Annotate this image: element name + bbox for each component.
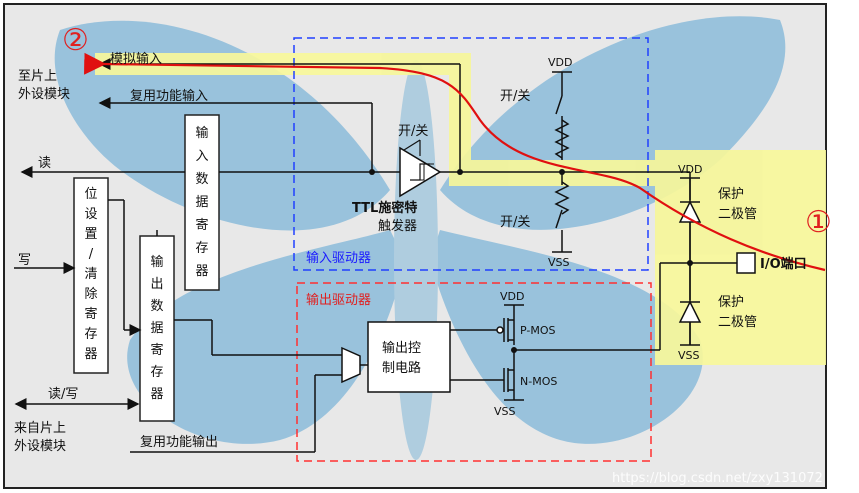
analog-input-label: 模拟输入 bbox=[110, 51, 162, 67]
io-port-label: I/O端口 bbox=[760, 256, 807, 272]
odr-text-char: 数 bbox=[150, 299, 163, 314]
idr-text-char: 器 bbox=[195, 264, 208, 279]
protect-diode-top-label-2: 二极管 bbox=[718, 207, 757, 222]
schmitt-trigger-symbol bbox=[399, 139, 442, 198]
nmos-label: N-MOS bbox=[520, 375, 557, 388]
vdd-diode-label: VDD bbox=[678, 163, 702, 176]
protect-diode-bot-label-1: 保护 bbox=[718, 295, 744, 310]
idr-text-char: 数 bbox=[195, 172, 208, 187]
odr-text-char: 寄 bbox=[150, 342, 163, 358]
idr-text-char: 据 bbox=[195, 195, 208, 210]
pull-down-resistor bbox=[554, 181, 570, 215]
vdd-top-label: VDD bbox=[548, 56, 572, 69]
from-onchip-label-1: 来自片上 bbox=[14, 421, 66, 436]
output-control-box bbox=[367, 321, 451, 393]
to-onchip-label-1: 至片上 bbox=[18, 69, 57, 84]
bit-set-reset-register bbox=[73, 177, 109, 374]
input-driver-label: 输入驱动器 bbox=[306, 250, 371, 266]
read-write-label: 读/写 bbox=[48, 387, 78, 402]
bsr-text-char: 器 bbox=[84, 347, 97, 362]
vss-diode-label: VSS bbox=[678, 349, 700, 362]
bsr-text-char: 位 bbox=[84, 187, 97, 202]
output-ctrl-label-2: 制电路 bbox=[382, 360, 421, 376]
write-label: 写 bbox=[18, 253, 31, 268]
vss-top-label: VSS bbox=[548, 256, 570, 269]
input-driver-box bbox=[293, 37, 649, 271]
marker-1: ① bbox=[805, 205, 832, 240]
pmos-label: P-MOS bbox=[520, 324, 556, 337]
idr-text-char: 输 bbox=[195, 125, 208, 141]
on-off-schmitt-label: 开/关 bbox=[398, 124, 428, 139]
odr-text-char: 出 bbox=[150, 277, 163, 292]
output-ctrl-label-1: 输出控 bbox=[382, 340, 421, 356]
idr-text-char: 入 bbox=[195, 149, 208, 164]
wiring bbox=[14, 58, 737, 453]
io-pad bbox=[736, 252, 756, 274]
marker-2: ② bbox=[62, 23, 89, 58]
bsr-text-char: 寄 bbox=[84, 306, 97, 322]
junction-dots bbox=[369, 169, 693, 353]
odr-text-char: 据 bbox=[150, 321, 163, 336]
read-label: 读 bbox=[38, 156, 51, 171]
output-driver-label: 输出驱动器 bbox=[306, 292, 371, 308]
ttl-schmitt-label-1: TTL施密特 bbox=[352, 200, 417, 216]
protect-diode-top-label-1: 保护 bbox=[718, 187, 744, 202]
on-off-bottom-label: 开/关 bbox=[500, 215, 530, 230]
on-off-top-label: 开/关 bbox=[500, 89, 530, 104]
idr-text-char: 存 bbox=[195, 241, 208, 256]
vdd-out-label: VDD bbox=[500, 290, 524, 303]
odr-text-char: 器 bbox=[150, 387, 163, 402]
watermark: https://blog.csdn.net/zxy131072 bbox=[612, 471, 823, 486]
to-onchip-label-2: 外设模块 bbox=[18, 87, 70, 102]
ttl-schmitt-label-2: 触发器 bbox=[378, 218, 417, 234]
vss-out-label: VSS bbox=[494, 405, 516, 418]
bsr-text-char: / bbox=[89, 247, 94, 262]
mos-transistors bbox=[494, 304, 524, 401]
odr-text-char: 存 bbox=[150, 365, 163, 380]
pull-up-resistor bbox=[554, 119, 570, 159]
input-data-register bbox=[184, 114, 220, 291]
bsr-text-char: 设 bbox=[84, 207, 97, 222]
bsr-text-char: 除 bbox=[84, 287, 97, 302]
from-onchip-label-2: 外设模块 bbox=[14, 439, 66, 454]
alt-func-output-label: 复用功能输出 bbox=[140, 434, 218, 450]
output-mux bbox=[341, 346, 361, 384]
bsr-text-char: 存 bbox=[84, 327, 97, 342]
idr-text-char: 寄 bbox=[195, 217, 208, 233]
output-driver-box bbox=[296, 282, 652, 462]
protect-diode-bot-label-2: 二极管 bbox=[718, 315, 757, 330]
bsr-text-char: 置 bbox=[84, 227, 97, 242]
odr-text-char: 输 bbox=[150, 254, 163, 270]
analog-signal-path bbox=[84, 52, 826, 272]
bsr-text-char: 清 bbox=[84, 267, 97, 282]
alt-func-input-label: 复用功能输入 bbox=[130, 88, 208, 104]
